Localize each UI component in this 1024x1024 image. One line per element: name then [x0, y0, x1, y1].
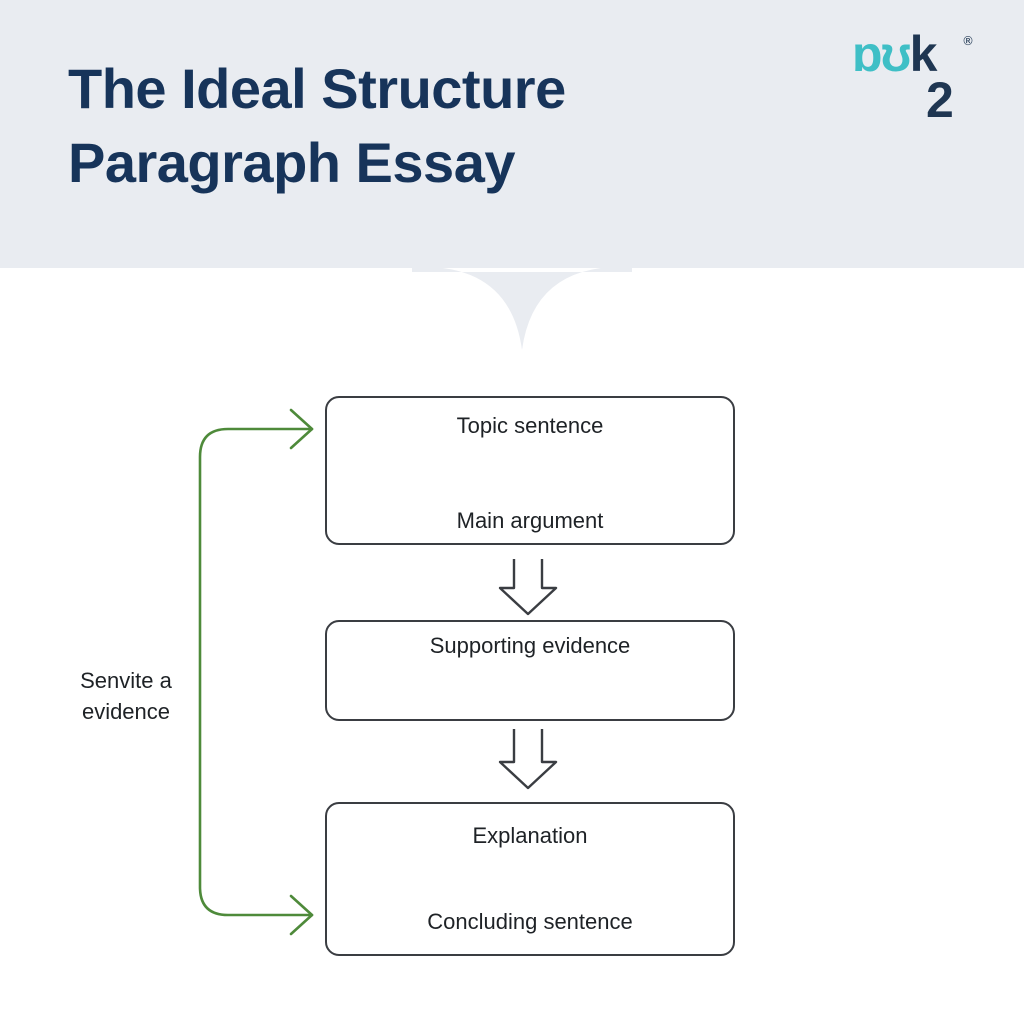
- header-band: [0, 0, 1024, 268]
- brand-logo: ɒʊk ® 2: [852, 26, 974, 128]
- logo-teal-glyphs: ɒʊ: [852, 26, 912, 82]
- logo-registered-mark: ®: [962, 34, 974, 48]
- supporting-evidence-label: Supporting evidence: [429, 633, 631, 658]
- supporting-evidence-box: Supporting evidence: [325, 620, 735, 721]
- logo-bottom-glyph: 2: [926, 72, 954, 128]
- header-notch: [412, 266, 632, 350]
- explanation-label: Explanation: [472, 823, 588, 848]
- loop-side-label: Senvite a evidence: [70, 665, 182, 727]
- logo-top-row: ɒʊk: [852, 26, 938, 82]
- side-label-line-1: Senvite a: [80, 668, 172, 693]
- down-arrow-2: [498, 729, 558, 790]
- title-line-1: The Ideal Structure: [68, 57, 566, 120]
- concluding-sentence-label: Concluding sentence: [427, 909, 633, 934]
- down-arrow-1: [498, 559, 558, 616]
- topic-sentence-label: Topic sentence: [456, 413, 604, 438]
- loop-arrow-head-bottom: [289, 894, 314, 936]
- side-label-line-2: evidence: [81, 699, 171, 724]
- explanation-box: Explanation Concluding sentence: [325, 802, 735, 956]
- loop-arrow-head-top: [289, 408, 314, 450]
- logo-navy-glyph: k: [909, 26, 938, 82]
- title-line-2: Paragraph Essay: [68, 131, 515, 194]
- page-title: The Ideal Structure Paragraph Essay: [68, 52, 566, 200]
- loop-arrow-line: [198, 427, 314, 917]
- topic-sentence-box: Topic sentence Main argument: [325, 396, 735, 545]
- main-argument-label: Main argument: [456, 508, 604, 533]
